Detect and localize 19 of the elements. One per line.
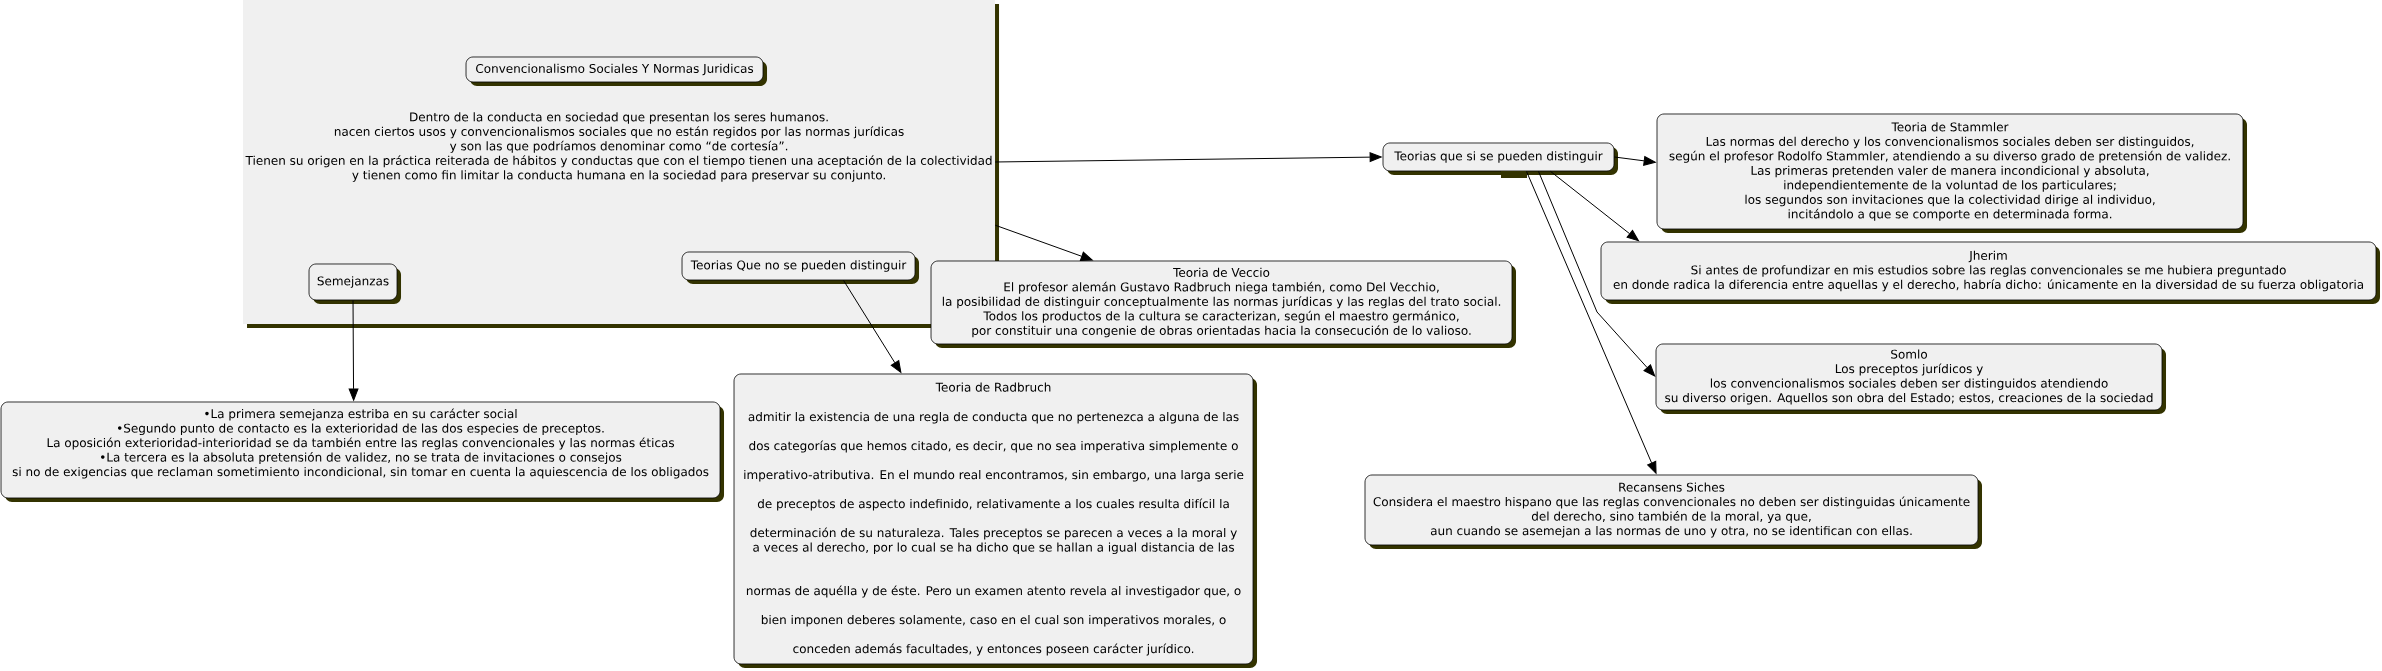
concept-box: Recansens Siches Considera el maestro hispano que las reglas convencionales no deben ser distinguidas únicamente del derecho, sino también de la moral, ya que, aun cuando se asemejan a las normas de uno y otra, no se identifican con ellas. — [1364, 474, 1982, 549]
arrow — [994, 224, 1093, 261]
arrow — [843, 279, 902, 373]
arrow — [1550, 170, 1639, 242]
concept-box: Semejanzas — [308, 263, 401, 304]
arrow — [1538, 170, 1656, 377]
concept-box: Teoria de Stammler Las normas del derecho y los convencionalismos sociales deben ser distinguidos, según el profesor Rodolfo Stammler, atendiendo a su diverso grado de pretensión de validez. Las primeras pretenden valer de manera incondicional y absoluta, independientemente de la voluntad de los particulares; los segundos son invitaciones que la colectividad dirige al individuo, incitándolo a que se comporte en determinada forma. — [1656, 113, 2247, 233]
concept-box: Somlo Los preceptos jurídicos y los convencionalismos sociales deben ser distinguidos atendiendo su diverso origen. Aquellos son obra del Estado; estos, creaciones de la sociedad — [1655, 343, 2166, 414]
arrow — [1613, 156, 1656, 166]
arrow — [1526, 170, 1657, 474]
concept-box: Teoria de Radbruch admitir la existencia de una regla de conducta que no pertenezca a alguna de las dos categorías que hemos citado, es decir, que no sea imperativa simplemente o imperativo-atributiva. En el mundo real encontramos, sin embargo, una larga serie de preceptos de aspecto indefinido, relativamente a los cuales resulta difícil la determinación de su naturaleza. Tales preceptos se parecen a veces a la moral y a veces al derecho, por lo cual se ha dicho que se hallan a igual distancia de las normas de aquélla y de éste. Pero un examen atento revela al investigador que, o bien imponen deberes solamente, caso en el cual son imperativos morales, o conceden además facultades, y entonces poseen carácter jurídico. — [733, 373, 1257, 668]
arrow — [348, 299, 359, 401]
concept-box: •La primera semejanza estriba en su carácter social •Segundo punto de contacto es la exterioridad de las dos especies de preceptos. La oposición exterioridad-interioridad se da también entre las reglas convencionales y las normas éticas •La tercera es la absoluta pretensión de validez, no se trata de invitaciones o consejos si no de exigencias que reclaman sometimiento incondicional, sin tomar en cuenta la aquiescencia de los obligados — [0, 401, 724, 502]
concept-box: Teorias que si se pueden distinguir — [1382, 142, 1618, 175]
title-box: Convencionalismo Sociales Y Normas Juridicas — [465, 56, 767, 86]
concept-box: Teoria de Veccio El profesor alemán Gustavo Radbruch niega también, como Del Vecchio, la posibilidad de distinguir conceptualmente las normas jurídicas y las reglas del trato social. Todos los productos de la cultura se caracterizan, según el maestro germánico, por constituir una congenie de obras orientadas hacia la consecución de lo valioso. — [930, 260, 1516, 348]
concept-box: Teorias Que no se pueden distinguir — [681, 251, 919, 284]
concept-box: Jherim Si antes de profundizar en mis estudios sobre las reglas convencionales se me hubiera preguntado en donde radica la diferencia entre aquellas y el derecho, habría dicho: únicamente en la diversidad de su fuerza obligatoria — [1600, 241, 2380, 304]
arrow — [994, 152, 1382, 163]
